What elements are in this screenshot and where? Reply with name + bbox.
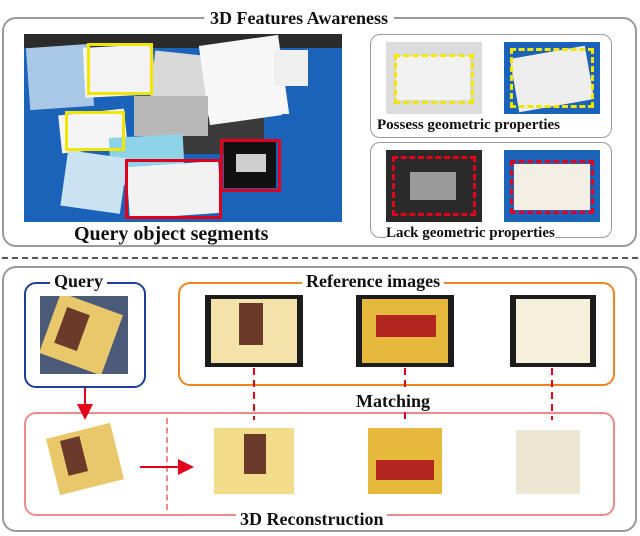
- reconstruction-2: [362, 424, 448, 500]
- reconstruction-label: 3D Reconstruction: [236, 510, 388, 528]
- possess-image-2: [504, 42, 600, 114]
- yellow-highlight-box: [87, 43, 153, 95]
- bin-photo: [24, 34, 342, 222]
- lack-image-1: [386, 150, 482, 222]
- section-divider: [2, 257, 638, 259]
- reconstruction-3: [508, 424, 588, 500]
- red-dashed-outline: [392, 156, 476, 216]
- red-dashed-outline: [510, 160, 594, 214]
- reference-image-3: [510, 295, 596, 367]
- reference-image-1: [205, 295, 303, 367]
- query-object-segments-caption: Query object segments: [72, 223, 271, 245]
- possess-caption: Possess geometric properties: [377, 117, 561, 133]
- red-highlight-box: [220, 139, 281, 192]
- features-awareness-title: 3D Features Awareness: [204, 9, 394, 27]
- lack-caption: Lack geometric properties: [386, 225, 555, 241]
- query-label: Query: [50, 272, 107, 290]
- reconstruction-query: [40, 422, 132, 498]
- yellow-dashed-outline: [394, 54, 474, 104]
- reference-image-2: [356, 295, 454, 367]
- reconstruction-1: [208, 424, 300, 500]
- pipeline-panel: [2, 266, 637, 532]
- yellow-dashed-outline: [510, 48, 594, 108]
- reference-images-label: Reference images: [302, 272, 445, 290]
- query-image: [40, 296, 128, 374]
- yellow-highlight-box: [65, 111, 125, 151]
- possess-subpanel: [370, 34, 612, 138]
- matching-label: Matching: [356, 391, 430, 411]
- reconstruction-divider: [166, 418, 168, 510]
